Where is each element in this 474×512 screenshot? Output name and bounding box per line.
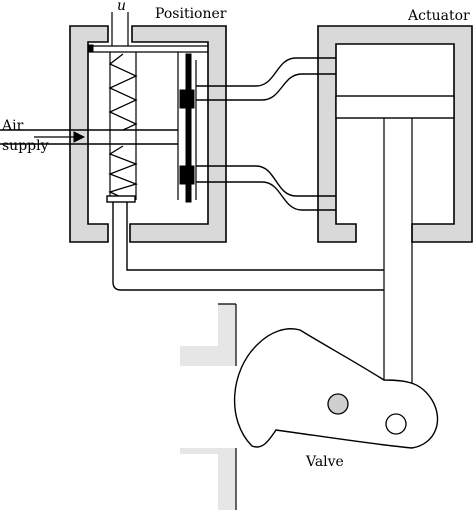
input-signal-label: u [117,0,126,14]
upper-air-line [196,57,336,101]
valve-label: Valve [305,454,344,470]
upper-valve-plug [179,89,195,109]
feedback-tab [106,195,136,203]
lower-spring [108,145,138,199]
upper-spring [108,53,138,131]
lower-valve-plug [179,165,195,185]
feedback-linkage [112,202,384,291]
positioner-diaphragm [185,53,192,203]
positioner-housing [69,25,227,243]
air-supply-label-line1: Air [1,118,24,134]
actuator-label: Actuator [407,8,470,24]
valve-disc [233,328,439,449]
lower-air-line [196,165,336,211]
air-supply-label-line2: supply [2,138,49,154]
input-rod [88,12,208,53]
air-supply-inlet [0,129,178,145]
valve-seats [180,303,237,510]
linkage-hole [385,413,407,435]
actuator-housing [317,25,473,243]
actuator-piston [335,95,455,384]
positioner-label: Positioner [155,6,227,22]
valve-pivot [327,393,349,415]
